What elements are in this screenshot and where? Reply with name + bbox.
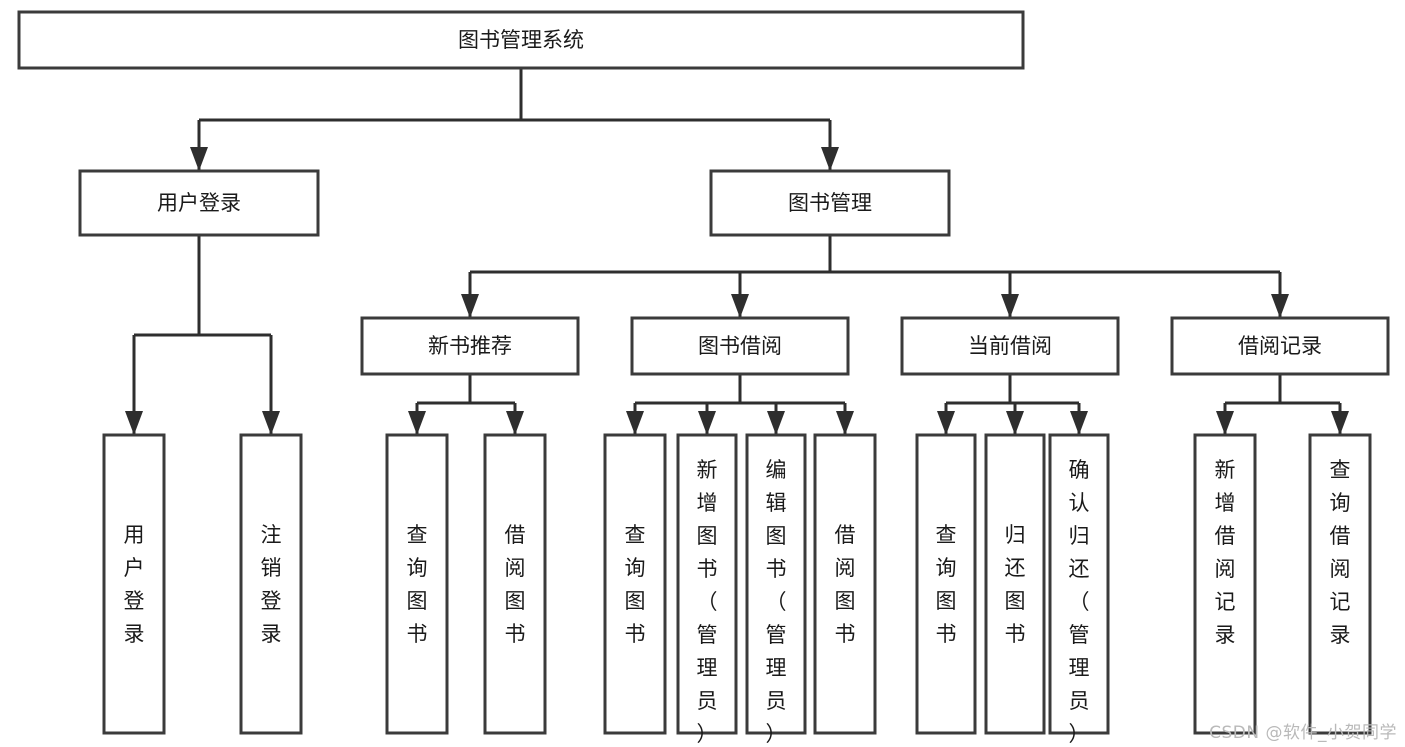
node-label: 查询图书 (936, 523, 957, 646)
node-label: 注销登录 (261, 523, 282, 646)
edge-arrowhead (506, 411, 524, 435)
node-box (915, 433, 977, 735)
node-box (17, 10, 1025, 70)
node-label: 新增借阅记录 (1215, 458, 1236, 647)
node-label: 查询图书 (407, 523, 428, 646)
node-box (984, 433, 1046, 735)
node-label: 借阅图书 (835, 523, 856, 646)
node-leaf-add-book[interactable]: 新增图书（管理员） (676, 433, 738, 746)
node-box (102, 433, 166, 735)
node-label: 图书管理系统 (458, 28, 584, 52)
node-user-login[interactable]: 用户登录 (78, 169, 320, 237)
node-leaf-logout[interactable]: 注销登录 (239, 433, 303, 735)
node-leaf-query-record[interactable]: 查询借阅记录 (1308, 433, 1372, 735)
node-leaf-query-book-current[interactable]: 查询图书 (915, 433, 977, 735)
node-leaf-query-book-new[interactable]: 查询图书 (385, 433, 449, 735)
edge-arrowhead (767, 411, 785, 435)
edge-arrowhead (836, 411, 854, 435)
node-book-management[interactable]: 图书管理 (709, 169, 951, 237)
edge-arrowhead (125, 411, 143, 435)
edge-arrowhead (821, 147, 839, 171)
node-box (709, 169, 951, 237)
node-leaf-query-book-borrow[interactable]: 查询图书 (603, 433, 667, 735)
node-box (360, 316, 580, 376)
node-label: 用户登录 (124, 523, 145, 646)
node-boxes: 图书管理系统用户登录图书管理新书推荐图书借阅当前借阅借阅记录用户登录注销登录查询… (17, 10, 1390, 746)
node-box (239, 433, 303, 735)
node-box (745, 433, 807, 735)
edge-arrowhead (408, 411, 426, 435)
node-leaf-user-login[interactable]: 用户登录 (102, 433, 166, 735)
node-label: 图书管理 (788, 191, 872, 215)
edge-arrowhead (1331, 411, 1349, 435)
node-box (676, 433, 738, 735)
node-label: 编辑图书（管理员） (766, 458, 787, 746)
node-label: 借阅图书 (505, 523, 526, 646)
node-box (1308, 433, 1372, 735)
edge-arrowhead (1070, 411, 1088, 435)
edge-arrowhead (461, 294, 479, 318)
edge-arrowhead (1001, 294, 1019, 318)
node-borrow-record[interactable]: 借阅记录 (1170, 316, 1390, 376)
node-box (630, 316, 850, 376)
node-box (385, 433, 449, 735)
node-box (813, 433, 877, 735)
node-leaf-confirm-return[interactable]: 确认归还（管理员） (1048, 433, 1110, 746)
edge-arrowhead (1216, 411, 1234, 435)
node-label: 查询图书 (625, 523, 646, 646)
node-box (483, 433, 547, 735)
edge-arrowhead (626, 411, 644, 435)
edge-arrowhead (190, 147, 208, 171)
node-book-borrow[interactable]: 图书借阅 (630, 316, 850, 376)
node-current-borrow[interactable]: 当前借阅 (900, 316, 1120, 376)
edge-arrowhead (262, 411, 280, 435)
node-box (603, 433, 667, 735)
node-label: 确认归还（管理员） (1069, 458, 1090, 746)
node-box (900, 316, 1120, 376)
node-new-book-recommend[interactable]: 新书推荐 (360, 316, 580, 376)
edge-arrowhead (1006, 411, 1024, 435)
edge-arrowhead (731, 294, 749, 318)
node-label: 归还图书 (1005, 523, 1026, 646)
edge-connectors (125, 68, 1349, 435)
node-label: 当前借阅 (968, 334, 1052, 358)
edge-arrowhead (698, 411, 716, 435)
node-box (1048, 433, 1110, 735)
node-leaf-return-book[interactable]: 归还图书 (984, 433, 1046, 735)
node-leaf-edit-book[interactable]: 编辑图书（管理员） (745, 433, 807, 746)
node-label: 查询借阅记录 (1330, 458, 1351, 647)
node-leaf-borrow-book-new[interactable]: 借阅图书 (483, 433, 547, 735)
node-box (1170, 316, 1390, 376)
node-leaf-add-record[interactable]: 新增借阅记录 (1193, 433, 1257, 735)
node-label: 新增图书（管理员） (697, 458, 718, 746)
node-box (78, 169, 320, 237)
node-root[interactable]: 图书管理系统 (17, 10, 1025, 70)
edge-arrowhead (937, 411, 955, 435)
node-label: 借阅记录 (1238, 334, 1322, 358)
node-box (1193, 433, 1257, 735)
node-leaf-borrow-book[interactable]: 借阅图书 (813, 433, 877, 735)
node-label: 新书推荐 (428, 334, 512, 358)
edge-arrowhead (1271, 294, 1289, 318)
node-label: 用户登录 (157, 191, 241, 215)
node-label: 图书借阅 (698, 334, 782, 358)
